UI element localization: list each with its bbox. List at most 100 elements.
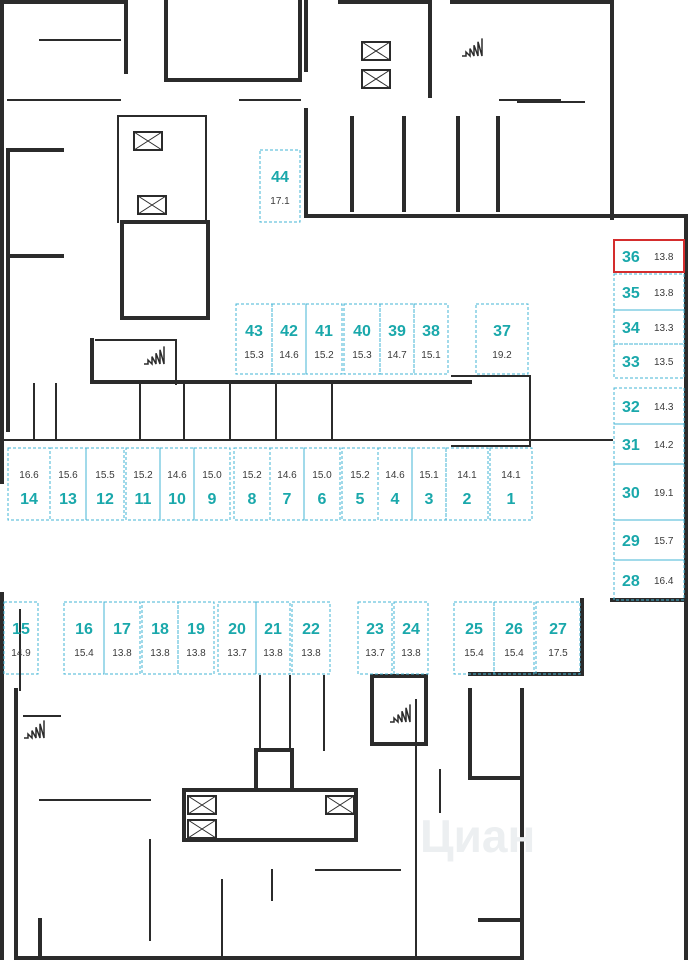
- space-number: 32: [622, 399, 640, 416]
- parking-space-6[interactable]: 615.0: [303, 447, 341, 521]
- space-outline: [235, 303, 273, 375]
- space-area: 14.6: [279, 350, 299, 361]
- space-number: 38: [422, 323, 440, 340]
- space-area: 15.0: [202, 470, 222, 481]
- space-number: 18: [151, 621, 169, 638]
- space-outline: [535, 601, 581, 675]
- space-outline: [177, 601, 215, 675]
- space-number: 25: [465, 621, 483, 638]
- parking-space-3[interactable]: 315.1: [411, 447, 447, 521]
- space-outline: [193, 447, 231, 521]
- parking-space-42[interactable]: 42 14.6: [271, 303, 307, 375]
- parking-space-2[interactable]: 214.1: [445, 447, 489, 521]
- space-outline: [343, 303, 381, 375]
- space-area: 13.8: [150, 648, 170, 659]
- space-number: 16: [75, 621, 93, 638]
- parking-space-40[interactable]: 40 15.3: [343, 303, 381, 375]
- space-number: 22: [302, 621, 320, 638]
- stairs-icon: [390, 704, 411, 724]
- space-number: 11: [135, 491, 152, 508]
- parking-space-9[interactable]: 915.0: [193, 447, 231, 521]
- space-outline: [613, 273, 685, 311]
- space-number: 31: [622, 437, 640, 454]
- parking-space-5[interactable]: 515.2: [341, 447, 379, 521]
- elevator-icon: [325, 795, 355, 815]
- space-area: 13.5: [654, 357, 674, 368]
- space-outline: [393, 601, 429, 675]
- space-outline: [141, 601, 179, 675]
- parking-space-35[interactable]: 35 13.8: [613, 273, 685, 311]
- space-outline: [493, 601, 535, 675]
- space-outline: [475, 303, 529, 375]
- space-number: 42: [280, 323, 298, 340]
- space-outline: [411, 447, 447, 521]
- space-number: 21: [264, 621, 282, 638]
- space-number: 43: [245, 323, 263, 340]
- wall-segment: [14, 688, 524, 960]
- parking-space-7[interactable]: 714.6: [269, 447, 305, 521]
- space-outline: [377, 447, 413, 521]
- space-number: 36: [622, 249, 640, 266]
- wall-segment: [164, 0, 302, 82]
- space-number: 15: [12, 621, 30, 638]
- parking-space-8[interactable]: 815.2: [233, 447, 271, 521]
- space-number: 40: [353, 323, 371, 340]
- space-number: 5: [356, 491, 365, 508]
- wall-segment: [304, 108, 614, 218]
- wall-segment: [120, 220, 210, 320]
- space-area: 13.8: [654, 288, 674, 299]
- wall-segment: [0, 0, 128, 74]
- space-number: 27: [549, 621, 567, 638]
- space-number: 14: [20, 491, 38, 508]
- space-number: 12: [96, 491, 114, 508]
- space-area: 15.7: [654, 536, 674, 547]
- space-area: 15.3: [352, 350, 372, 361]
- space-number: 35: [622, 285, 640, 302]
- space-outline: [125, 447, 161, 521]
- space-outline: [413, 303, 449, 375]
- parking-space-4[interactable]: 414.6: [377, 447, 413, 521]
- parking-space-1[interactable]: 114.1: [489, 447, 533, 521]
- space-area: 15.1: [419, 470, 439, 481]
- elevator-icon: [361, 69, 391, 89]
- icon-layer: [24, 38, 483, 839]
- space-number: 20: [228, 621, 246, 638]
- space-area: 19.2: [492, 350, 512, 361]
- space-outline: [445, 447, 489, 521]
- space-outline: [269, 447, 305, 521]
- parking-space-18[interactable]: 18 13.8: [141, 601, 179, 675]
- inner-wall-line: [451, 375, 531, 447]
